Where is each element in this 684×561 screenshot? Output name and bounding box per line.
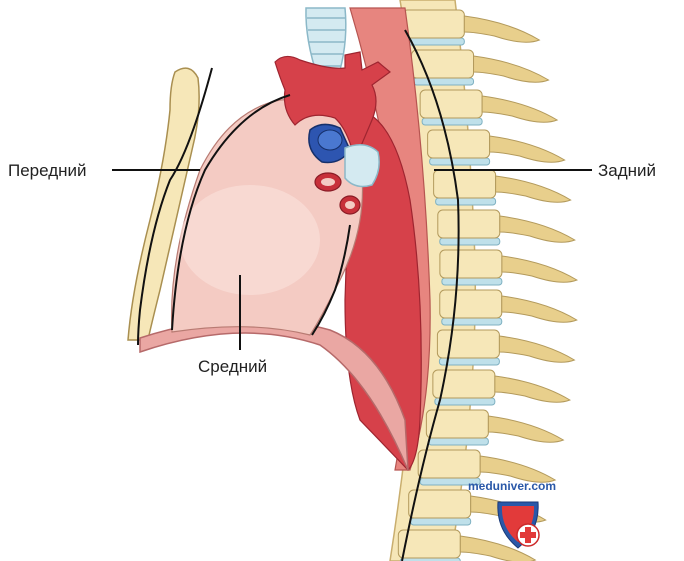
vertebral-body (419, 89, 483, 119)
intervertebral-disc (435, 197, 497, 206)
vertebral-body (437, 209, 501, 239)
watermark: meduniver.com (468, 479, 556, 549)
spinous-process (494, 375, 571, 403)
vertebral-body (417, 449, 481, 479)
intervertebral-disc (413, 77, 475, 86)
intervertebral-disc (441, 277, 503, 286)
spinous-process (479, 455, 557, 483)
vena-cava (308, 123, 351, 164)
intervertebral-disc (434, 397, 496, 406)
pulmonary-vessels (314, 172, 361, 215)
intervertebral-disc (439, 237, 501, 246)
label-anterior: Передний (8, 161, 87, 180)
spinous-process (473, 55, 550, 83)
posterior-boundary-line (401, 29, 460, 561)
spinous-process (481, 95, 559, 123)
vertebral-body (411, 49, 475, 79)
intervertebral-disc (421, 117, 483, 126)
spinous-process (459, 535, 537, 561)
anterior-boundary-line (137, 67, 213, 346)
vertebral-body (433, 169, 497, 199)
spinous-process (495, 175, 572, 203)
vertebral-body (401, 9, 465, 39)
heart-highlight (180, 185, 320, 295)
shield-cross-icon (497, 501, 540, 549)
intervertebral-disc (441, 317, 503, 326)
intervertebral-disc (410, 517, 472, 526)
intervertebral-disc (429, 157, 491, 166)
spinous-process (487, 415, 565, 443)
label-middle: Средний (198, 357, 267, 376)
vertebral-body (408, 489, 472, 519)
spinous-process (501, 295, 578, 323)
vertebral-body (436, 329, 500, 359)
spinous-process (501, 255, 579, 283)
spinous-process (498, 335, 576, 363)
vertebral-body (427, 129, 491, 159)
vertebrae (397, 9, 579, 561)
bronchus (344, 144, 380, 188)
intervertebral-disc (427, 437, 489, 446)
middle-posterior-boundary (311, 224, 351, 336)
vertebral-body (439, 249, 503, 279)
vertebral-body (439, 289, 503, 319)
label-posterior: Задний (598, 161, 656, 180)
spinous-process (463, 15, 541, 43)
spinous-process (499, 215, 576, 243)
middle-anterior-boundary (171, 94, 291, 331)
spinous-process (489, 135, 566, 163)
watermark-text: meduniver.com (468, 479, 556, 493)
